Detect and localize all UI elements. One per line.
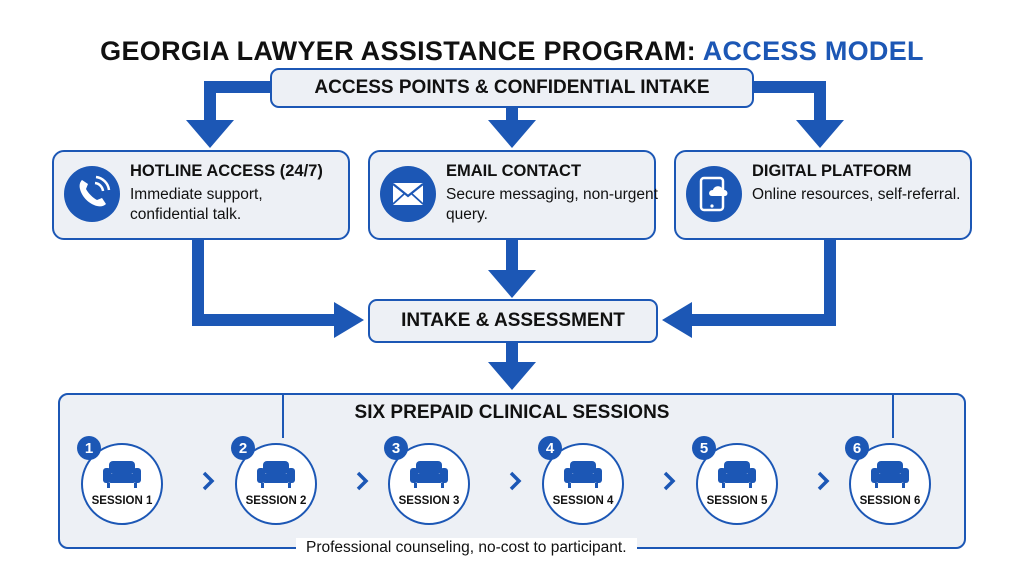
couch-icon: [101, 458, 143, 490]
channel-description: Online resources, self-referral.: [752, 186, 961, 203]
channel-title: HOTLINE ACCESS (24/7): [130, 162, 323, 180]
access-points-header-label: ACCESS POINTS & CONFIDENTIAL INTAKE: [314, 77, 710, 98]
title-main: GEORGIA LAWYER ASSISTANCE PROGRAM:: [100, 36, 696, 67]
tablet-cloud-icon: [686, 166, 742, 222]
sessions-title: SIX PREPAID CLINICAL SESSIONS: [354, 402, 670, 423]
session-number-badge: 1: [77, 436, 101, 460]
access-points-header: ACCESS POINTS & CONFIDENTIAL INTAKE: [270, 68, 754, 108]
title-accent: ACCESS MODEL: [702, 36, 924, 67]
channel-title: DIGITAL PLATFORM: [752, 162, 912, 180]
couch-icon: [408, 458, 450, 490]
sessions-panel: SIX PREPAID CLINICAL SESSIONS: [58, 393, 966, 549]
chevron-right-icon: [201, 470, 215, 492]
couch-icon: [716, 458, 758, 490]
footnote: Professional counseling, no-cost to part…: [296, 538, 637, 558]
intake-assessment-label: INTAKE & ASSESSMENT: [401, 310, 625, 331]
page-title: GEORGIA LAWYER ASSISTANCE PROGRAM: ACCES…: [0, 34, 1024, 68]
session-circle: SESSION 5: [696, 443, 778, 525]
session-label: SESSION 3: [398, 495, 460, 507]
session-number-badge: 6: [845, 436, 869, 460]
envelope-icon: [380, 166, 436, 222]
session-number-badge: 4: [538, 436, 562, 460]
phone-icon: [64, 166, 120, 222]
channel-email: EMAIL CONTACT Secure messaging, non-urge…: [368, 150, 658, 240]
channel-title: EMAIL CONTACT: [446, 162, 582, 180]
session-label: SESSION 2: [245, 495, 307, 507]
session-label: SESSION 6: [859, 495, 921, 507]
chevron-right-icon: [816, 470, 830, 492]
couch-icon: [255, 458, 297, 490]
session-number-badge: 2: [231, 436, 255, 460]
channel-description: Secure messaging, non-urgent query.: [446, 186, 658, 223]
chevron-right-icon: [662, 470, 676, 492]
chevron-right-icon: [508, 470, 522, 492]
session-circle: SESSION 4: [542, 443, 624, 525]
chevron-right-icon: [355, 470, 369, 492]
session-label: SESSION 1: [91, 495, 153, 507]
channel-digital-platform: DIGITAL PLATFORM Online resources, self-…: [674, 150, 972, 240]
channel-hotline: HOTLINE ACCESS (24/7) Immediate support,…: [52, 150, 350, 240]
session-label: SESSION 4: [552, 495, 614, 507]
channel-description: Immediate support, confidential talk.: [130, 186, 263, 223]
couch-icon: [869, 458, 911, 490]
session-label: SESSION 5: [706, 495, 768, 507]
session-circle: SESSION 2: [235, 443, 317, 525]
session-number-badge: 5: [692, 436, 716, 460]
intake-assessment-box: INTAKE & ASSESSMENT: [368, 299, 658, 343]
couch-icon: [562, 458, 604, 490]
session-number-badge: 3: [384, 436, 408, 460]
